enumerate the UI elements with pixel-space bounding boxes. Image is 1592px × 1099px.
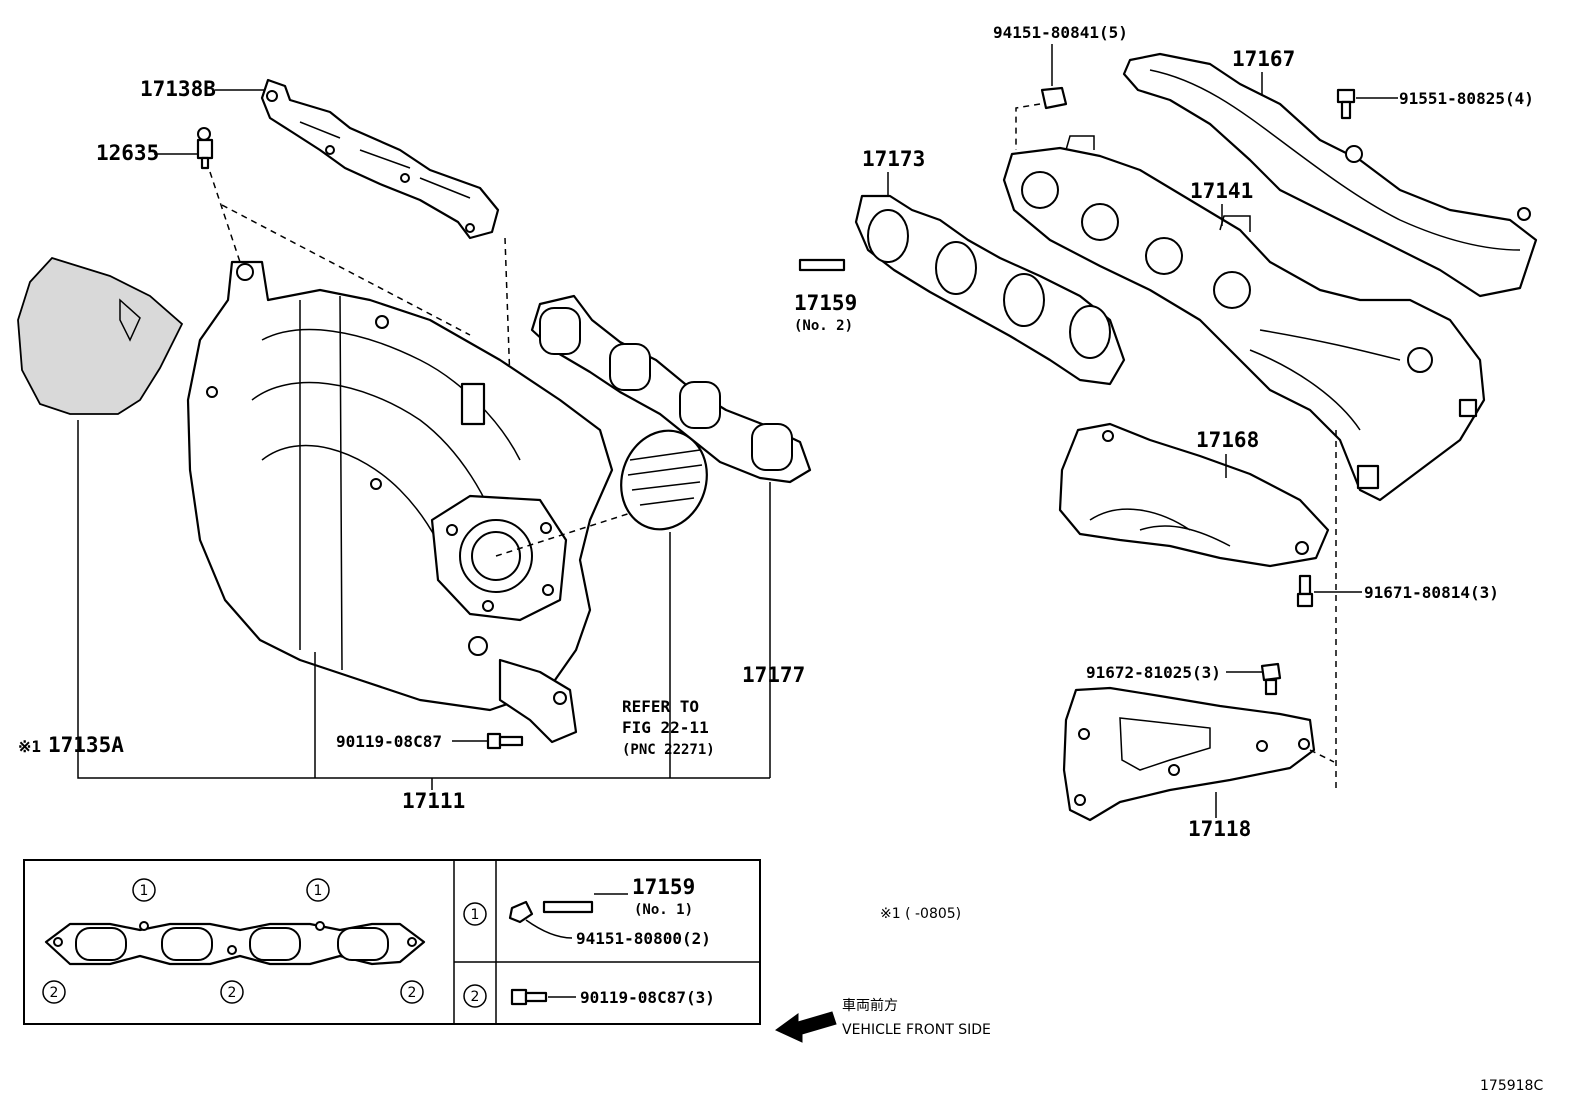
label-17159-no2-sub: (No. 2) (794, 318, 853, 334)
insulator-17168[interactable] (1058, 422, 1330, 568)
throttle-gasket[interactable] (609, 419, 720, 540)
svg-text:2: 2 (408, 985, 417, 1001)
marker-1-circle: 1 (132, 878, 156, 902)
cover-17135A[interactable] (17, 256, 184, 415)
front-side-en: VEHICLE FRONT SIDE (842, 1022, 991, 1038)
bolt-90119-08C87[interactable] (486, 732, 524, 750)
svg-text:2: 2 (471, 989, 480, 1005)
label-refer-line2: FIG 22-11 (622, 718, 709, 737)
label-17141: 17141 (1190, 179, 1253, 203)
stay-17118[interactable] (1062, 686, 1316, 822)
marker-2-circle: 2 (400, 980, 424, 1004)
marker-1-circle: 1 (463, 902, 487, 926)
stud-17159-no2[interactable] (798, 258, 846, 272)
marker-1-circle: 1 (306, 878, 330, 902)
inset-stud-17159-no1[interactable] (542, 900, 594, 914)
label-91672-81025: 91672-81025(3) (1086, 663, 1221, 682)
inset-label-90119-08C87: 90119-08C87(3) (580, 988, 715, 1007)
label-17111: 17111 (402, 789, 465, 813)
intake-manifold-17111[interactable] (186, 260, 614, 744)
bolt-12635[interactable] (196, 127, 214, 170)
gasket-17173[interactable] (854, 194, 1126, 386)
front-side-jp: 車両前方 (842, 997, 898, 1014)
exhaust-manifold-17141[interactable] (1002, 135, 1486, 502)
note-text: ※1 ( -0805) (880, 906, 961, 922)
bracket-17138B[interactable] (260, 78, 500, 240)
gasket-17177[interactable] (530, 294, 812, 484)
inset-label-17159-sub: (No. 1) (634, 902, 693, 918)
bolt-91672-81025[interactable] (1260, 662, 1282, 696)
inset-label-94151-80800: 94151-80800(2) (576, 929, 711, 948)
marker-2-circle: 2 (220, 980, 244, 1004)
insulator-17167[interactable] (1122, 52, 1538, 298)
label-17135A-mark: ※1 (18, 737, 41, 756)
label-17173: 17173 (862, 147, 925, 171)
bolt-91551-80825[interactable] (1336, 88, 1356, 120)
marker-2-circle: 2 (463, 984, 487, 1008)
arrow-icon (775, 1011, 837, 1043)
svg-text:2: 2 (50, 985, 59, 1001)
nut-94151-80841[interactable] (1040, 86, 1068, 110)
label-17159-no2: 17159 (794, 291, 857, 315)
label-91551-80825: 91551-80825(4) (1399, 89, 1534, 108)
svg-text:2: 2 (228, 985, 237, 1001)
label-refer-line3: (PNC 22271) (622, 742, 715, 758)
inset-nut-94151-80800[interactable] (508, 900, 534, 924)
label-90119-08C87: 90119-08C87 (336, 732, 442, 751)
bolt-91671-80814[interactable] (1296, 574, 1314, 608)
label-17118: 17118 (1188, 817, 1251, 841)
inset-label-17159: 17159 (632, 875, 695, 899)
figure-id: 175918C (1480, 1078, 1543, 1094)
label-17138B: 17138B (140, 77, 216, 101)
label-17135A: 17135A (48, 733, 124, 757)
inset-gasket-diagram (44, 921, 426, 966)
inset-box (23, 859, 761, 1025)
label-17177: 17177 (742, 663, 805, 687)
label-17167: 17167 (1232, 47, 1295, 71)
label-12635: 12635 (96, 141, 159, 165)
label-17168: 17168 (1196, 428, 1259, 452)
svg-text:1: 1 (140, 883, 149, 899)
svg-text:1: 1 (314, 883, 323, 899)
svg-text:1: 1 (471, 907, 480, 923)
label-91671-80814: 91671-80814(3) (1364, 583, 1499, 602)
inset-bolt-90119-08C87[interactable] (510, 988, 548, 1006)
label-94151-80841: 94151-80841(5) (993, 23, 1128, 42)
marker-2-circle: 2 (42, 980, 66, 1004)
label-refer-line1: REFER TO (622, 697, 699, 716)
